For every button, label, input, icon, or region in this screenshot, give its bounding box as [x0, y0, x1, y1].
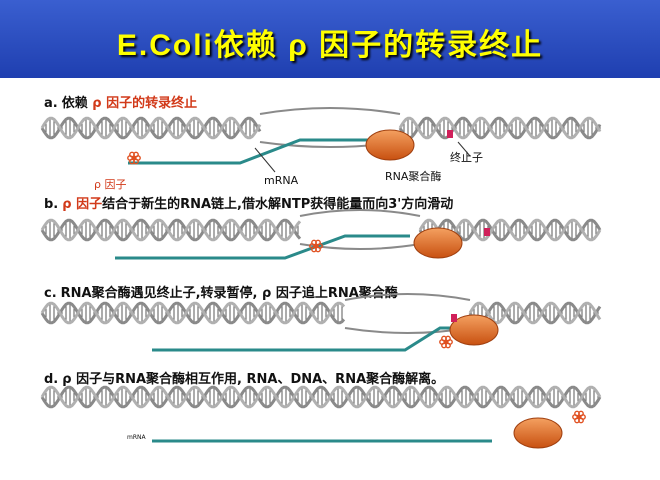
step-d-label: d.ρ 因子与RNA聚合酶相互作用, RNA、DNA、RNA聚合酶解离。	[44, 368, 444, 387]
transcription-bubble-top	[344, 293, 471, 301]
dna-double-helix	[40, 301, 346, 325]
rho-subunit	[445, 335, 451, 342]
step-text: RNA聚合酶遇见终止子,转录暂停,	[60, 286, 263, 301]
terminator-label: 终止子	[450, 151, 483, 164]
mrna-small-label: mRNA	[127, 434, 146, 441]
step-b-label: b.ρ 因子结合于新生的RNA链上,借水解NTP获得能量而向3'方向滑动	[44, 193, 453, 212]
dna-double-helix	[40, 218, 302, 242]
dna-strand	[398, 116, 602, 140]
dna-strand	[40, 385, 602, 409]
rna-polymerase	[413, 227, 463, 259]
step-text: ρ 因子与RNA聚合酶相互作用, RNA、DNA、RNA聚合酶解离。	[62, 372, 445, 387]
dna-strand	[398, 116, 602, 140]
dna-strand	[40, 218, 302, 242]
rho-subunit	[315, 239, 321, 246]
polymerase-label: RNA聚合酶	[385, 170, 442, 183]
dna-helices	[40, 116, 602, 409]
title-bar: E.Coli依赖 ρ 因子的转录终止	[0, 0, 660, 78]
terminator-pointer	[457, 141, 471, 157]
rho-center	[314, 244, 318, 248]
dna-strand	[468, 301, 602, 325]
rna-strand	[152, 326, 460, 352]
rho-factor-icon	[127, 151, 141, 165]
diagram-elements	[115, 107, 586, 449]
rho-subunit	[578, 410, 584, 417]
title-divider	[0, 78, 660, 86]
mrna-pointer	[254, 147, 276, 173]
rho-center	[132, 156, 136, 160]
dna-double-helix	[398, 116, 602, 140]
dna-double-helix	[40, 385, 602, 409]
dna-strand	[40, 301, 346, 325]
slide-title: E.Coli依赖 ρ 因子的转录终止	[116, 29, 544, 62]
rna-strand	[128, 138, 370, 165]
dna-strand	[40, 218, 302, 242]
step-text: 依赖	[61, 96, 93, 111]
terminator-site	[451, 314, 457, 322]
rho-factor-icon	[572, 410, 586, 424]
rho-factor-icon	[439, 335, 453, 349]
rna-polymerase	[513, 417, 563, 449]
rho-factor-icon	[309, 239, 323, 253]
step-a-label: a.依赖 ρ 因子的转录终止	[44, 92, 197, 111]
rna-polymerase	[365, 129, 415, 161]
rho-subunit	[133, 151, 139, 158]
rho-center	[577, 415, 581, 419]
dna-strand	[40, 385, 602, 409]
transcription-bubble-bottom	[299, 243, 421, 250]
terminator-site	[484, 228, 490, 236]
terminator-site	[447, 130, 453, 138]
rna-polymerase	[449, 314, 499, 346]
step-letter: a.	[44, 96, 58, 111]
step-rho-text: ρ 因子	[62, 197, 103, 212]
step-rho-text: ρ 因子的转录终止	[92, 96, 198, 111]
rho-center	[444, 340, 448, 344]
step-letter: c.	[44, 286, 57, 301]
dna-strand	[40, 116, 262, 140]
rho-factor-label: ρ 因子	[94, 178, 127, 191]
step-letter: d.	[44, 372, 59, 387]
dna-double-helix	[40, 116, 262, 140]
transcription-bubble-top	[299, 209, 421, 217]
transcription-bubble-top	[259, 107, 401, 115]
dna-double-helix	[468, 301, 602, 325]
step-text: 结合于新生的RNA链上,借水解NTP获得能量而向3'方向滑动	[102, 197, 454, 212]
step-letter: b.	[44, 197, 59, 212]
mrna-label: mRNA	[264, 174, 299, 187]
